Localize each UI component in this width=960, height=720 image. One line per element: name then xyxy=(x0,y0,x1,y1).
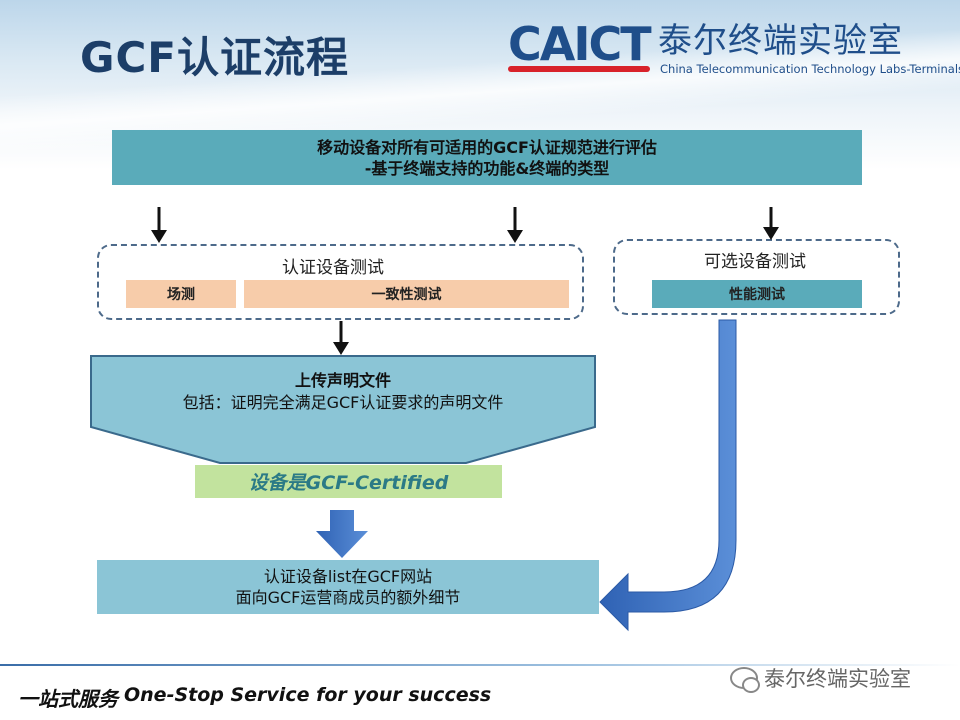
listing-box: 认证设备list在GCF网站 面向GCF运营商成员的额外细节 xyxy=(97,560,599,614)
listing-line-2: 面向GCF运营商成员的额外细节 xyxy=(235,588,461,607)
evaluation-box: 移动设备对所有可适用的GCF认证规范进行评估 -基于终端支持的功能&终端的类型 xyxy=(112,130,862,185)
logo-name-en: China Telecommunication Technology Labs-… xyxy=(660,62,960,76)
watermark-text: 泰尔终端实验室 xyxy=(764,667,911,691)
down-arrow-to-field-test xyxy=(151,207,167,243)
conformance-test-chip: 一致性测试 xyxy=(244,280,569,308)
footer-divider xyxy=(0,664,960,666)
down-arrow-to-conformance xyxy=(507,207,523,243)
footer-slogan-cn: 一站式服务 xyxy=(18,687,118,711)
certification-test-group xyxy=(97,244,584,320)
curved-arrow-optional-to-listing xyxy=(599,319,737,632)
page-title: GCF认证流程 xyxy=(80,33,349,82)
logo-brand: CAICT xyxy=(508,17,652,71)
performance-test-chip: 性能测试 xyxy=(652,280,862,308)
wechat-icon xyxy=(730,667,760,693)
optional-test-group xyxy=(613,239,900,315)
upload-desc: 包括：证明完全满足GCF认证要求的声明文件 xyxy=(182,393,504,412)
logo-swoosh xyxy=(508,66,650,72)
upload-trapezoid xyxy=(90,355,596,464)
down-arrow-to-optional xyxy=(763,207,779,240)
caict-logo: CAICT 泰尔终端实验室 China Telecommunication Te… xyxy=(508,17,960,80)
evaluation-line-2: -基于终端支持的功能&终端的类型 xyxy=(364,158,610,178)
certified-label: 设备是GCF-Certified xyxy=(195,465,502,498)
optional-test-title: 可选设备测试 xyxy=(704,252,806,272)
field-test-chip: 场测 xyxy=(126,280,236,308)
upload-title: 上传声明文件 xyxy=(294,371,391,390)
logo-name-cn: 泰尔终端实验室 xyxy=(658,21,903,61)
block-arrow-to-listing xyxy=(316,510,368,558)
listing-line-1: 认证设备list在GCF网站 xyxy=(263,567,433,586)
down-arrow-to-upload xyxy=(333,321,349,355)
wechat-watermark: 泰尔终端实验室 xyxy=(730,663,911,693)
footer-slogan-en: One-Stop Service for your success xyxy=(124,684,492,706)
upload-declaration-shape: 上传声明文件 包括：证明完全满足GCF认证要求的声明文件 xyxy=(90,355,596,465)
evaluation-line-1: 移动设备对所有可适用的GCF认证规范进行评估 xyxy=(317,137,657,157)
certification-test-title: 认证设备测试 xyxy=(282,258,384,278)
